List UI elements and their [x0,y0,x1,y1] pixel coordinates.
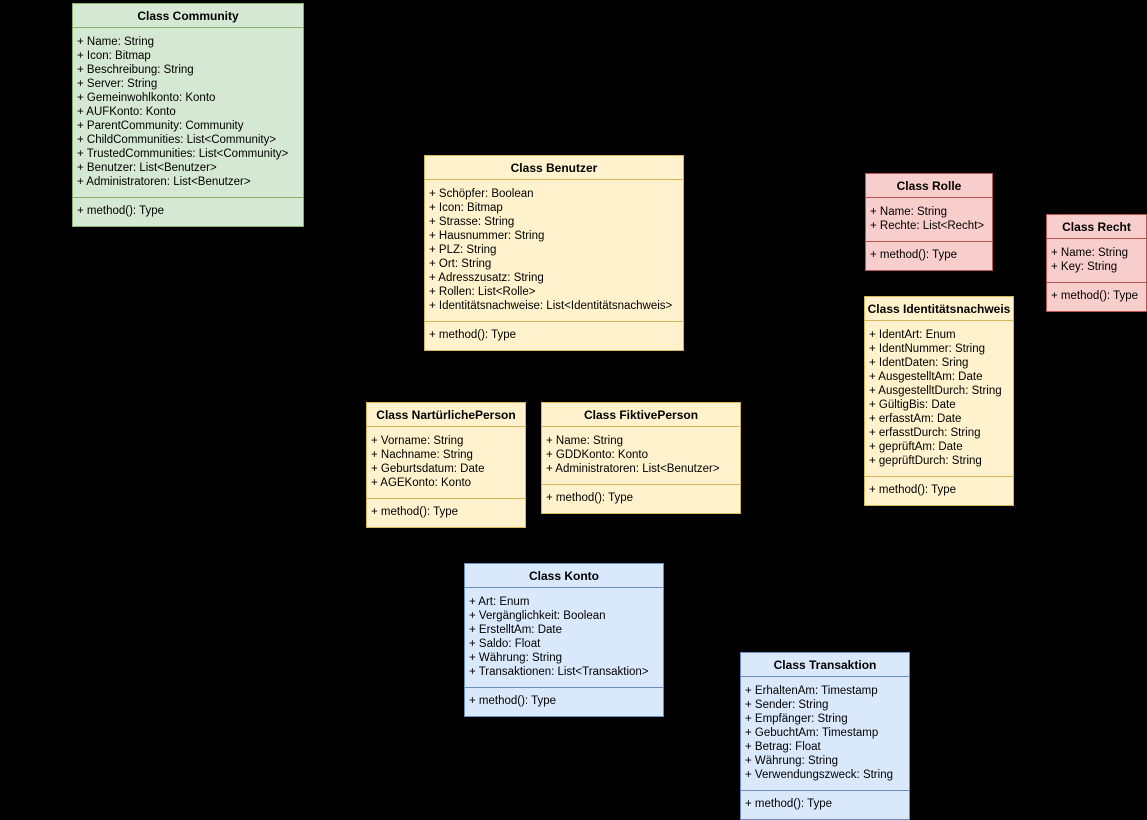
attribute-line: + Ort: String [429,258,492,270]
attribute-line: + AGEKonto: Konto [371,477,472,489]
class-methods-section: + method(): Type [866,241,992,270]
uml-class-recht[interactable]: Class Recht+ Name: String+ Key: String+ … [1046,214,1147,312]
attribute-line: + Verwendungszweck: String [745,769,893,781]
method-line: + method(): Type [745,798,833,810]
attribute-line: + Beschreibung: String [77,64,194,76]
attribute-line: + PLZ: String [429,244,497,256]
class-title: Class Community [73,4,303,28]
attribute-line: + ParentCommunity: Community [77,120,244,132]
uml-class-fiktiveperson[interactable]: Class FiktivePerson + Name: String + GDDKo… [541,402,741,514]
uml-class-nartuerlicheperson[interactable]: Class NartürlichePerson+ Vorname: String… [366,402,526,528]
attribute-line: + AUFKonto: Konto [77,106,176,118]
class-attributes-section: + Art: Enum + Vergänglichkeit: Boolean + E… [465,588,663,687]
class-attributes-section: + Name: String + Key: String [1047,239,1146,282]
attribute-line: + TrustedCommunities: List<Community> [77,148,289,160]
uml-class-benutzer[interactable]: Class Benutzer + Schöpfer: Boolean + Icon:… [424,155,684,351]
class-title: Class Rolle [866,174,992,198]
attribute-line: + GültigBis: Date [869,399,956,411]
attribute-line: + Gemeinwohlkonto: Konto [77,92,216,104]
attribute-line: + geprüftDurch: String [869,455,982,467]
class-title: Class FiktivePerson [542,403,740,427]
class-title: Class NartürlichePerson [367,403,525,427]
attribute-line: + Benutzer: List<Benutzer> [77,162,217,174]
class-title: Class Recht [1047,215,1146,239]
attribute-line: + IdentDaten: Sring [869,357,969,369]
attribute-line: + Geburtsdatum: Date [371,463,485,475]
method-line: + method(): Type [546,492,634,504]
class-attributes-section: + ErhaltenAm: Timestamp + Sender: String +… [741,677,909,790]
attribute-line: + Name: String [870,206,948,218]
attribute-line: + Icon: Bitmap [77,50,151,62]
class-title: Class Konto [465,564,663,588]
attribute-line: + ChildCommunities: List<Community> [77,134,277,146]
attribute-line: + IdentArt: Enum [869,329,956,341]
attribute-line: + Server: String [77,78,158,90]
attribute-line: + Name: String [1051,247,1129,259]
method-line: + method(): Type [869,484,957,496]
attribute-line: + Saldo: Float [469,638,541,650]
attribute-line: + Art: Enum [469,596,530,608]
class-attributes-section: + Schöpfer: Boolean + Icon: Bitmap + Stras… [425,180,683,321]
attribute-line: + Name: String [77,36,155,48]
uml-class-rolle[interactable]: Class Rolle + Name: String + Rechte: List<… [865,173,993,271]
attribute-line: + Sender: String [745,699,829,711]
attribute-line: + IdentNummer: String [869,343,986,355]
attribute-line: + AusgestelltAm: Date [869,371,983,383]
attribute-line: + Vorname: String [371,435,464,447]
attribute-line: + ErstelltAm: Date [469,624,562,636]
class-title: Class Benutzer [425,156,683,180]
attribute-line: + Vergänglichkeit: Boolean [469,610,606,622]
class-title: Class Transaktion [741,653,909,677]
attribute-line: + ErhaltenAm: Timestamp [745,685,878,697]
class-methods-section: + method(): Type [73,197,303,226]
method-line: + method(): Type [870,249,958,261]
attribute-line: + AusgestelltDurch: String [869,385,1002,397]
attribute-line: + Name: String [546,435,624,447]
class-methods-section: + method(): Type [542,484,740,513]
attribute-line: + erfasstDurch: String [869,427,981,439]
attribute-line: + Icon: Bitmap [429,202,503,214]
attribute-line: + Nachname: String [371,449,473,461]
class-methods-section: + method(): Type [465,687,663,716]
class-attributes-section: + Name: String + Icon: Bitmap + Beschreibu… [73,28,303,197]
method-line: + method(): Type [371,506,459,518]
class-methods-section: + method(): Type [741,790,909,819]
method-line: + method(): Type [429,329,517,341]
attribute-line: + Key: String [1051,261,1118,273]
attribute-line: + Strasse: String [429,216,515,228]
attribute-line: + Transaktionen: List<Transaktion> [469,666,649,678]
attribute-line: + Hausnummer: String [429,230,545,242]
method-line: + method(): Type [469,695,557,707]
uml-class-identitaetsnachweis[interactable]: Class Identitätsnachweis+ IdentArt: Enum… [864,296,1014,506]
attribute-line: + Empfänger: String [745,713,848,725]
method-line: + method(): Type [77,205,165,217]
attribute-line: + GDDKonto: Konto [546,449,648,461]
attribute-line: + Identitätsnachweise: List<Identitätsna… [429,300,673,312]
class-methods-section: + method(): Type [425,321,683,350]
class-attributes-section: + Vorname: String + Nachname: String + Geb… [367,427,525,498]
uml-class-transaktion[interactable]: Class Transaktion+ ErhaltenAm: Timestamp… [740,652,910,820]
attribute-line: + Währung: String [469,652,563,664]
class-attributes-section: + IdentArt: Enum + IdentNummer: String + I… [865,321,1013,476]
uml-class-community[interactable]: Class Community + Name: String + Icon: Bit… [72,3,304,227]
class-methods-section: + method(): Type [1047,282,1146,311]
method-line: + method(): Type [1051,290,1139,302]
uml-class-konto[interactable]: Class Konto + Art: Enum + Vergänglichkeit:… [464,563,664,717]
attribute-line: + GebuchtAm: Timestamp [745,727,879,739]
class-title: Class Identitätsnachweis [865,297,1013,321]
attribute-line: + Rollen: List<Rolle> [429,286,536,298]
attribute-line: + Administratoren: List<Benutzer> [77,176,251,188]
attribute-line: + erfasstAm: Date [869,413,962,425]
class-methods-section: + method(): Type [865,476,1013,505]
attribute-line: + Schöpfer: Boolean [429,188,534,200]
attribute-line: + Betrag: Float [745,741,821,753]
attribute-line: + Rechte: List<Recht> [870,220,985,232]
attribute-line: + Währung: String [745,755,839,767]
class-methods-section: + method(): Type [367,498,525,527]
attribute-line: + geprüftAm: Date [869,441,963,453]
class-attributes-section: + Name: String + Rechte: List<Recht> [866,198,992,241]
attribute-line: + Adresszusatz: String [429,272,544,284]
attribute-line: + Administratoren: List<Benutzer> [546,463,720,475]
class-attributes-section: + Name: String + GDDKonto: Konto + Adminis… [542,427,740,484]
